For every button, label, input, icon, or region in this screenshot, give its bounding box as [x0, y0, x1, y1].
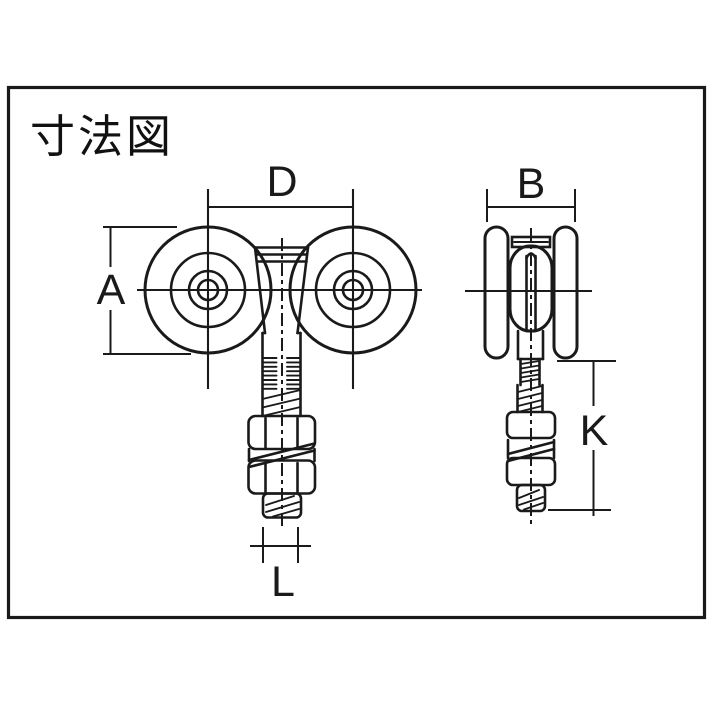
- dimension-l: L: [250, 527, 311, 606]
- front-bolt-shaft: [261, 331, 302, 418]
- dim-label-l: L: [271, 558, 295, 606]
- dim-label-d: D: [266, 158, 297, 206]
- front-wheel-left: [143, 225, 273, 355]
- front-coarse-thread: [261, 389, 302, 417]
- dimension-b: B: [486, 160, 576, 222]
- front-fine-thread: [262, 357, 301, 390]
- front-nut-assembly: [247, 414, 317, 495]
- side-wheel-profiles: [483, 225, 579, 360]
- front-centerlines: [137, 189, 422, 528]
- diagram-border: [6, 85, 707, 620]
- side-bolt-shaft: [516, 329, 545, 414]
- dim-label-k: K: [580, 407, 609, 455]
- dimension-k: K: [548, 360, 616, 516]
- side-bracket-body: [508, 244, 554, 333]
- dimension-d: D: [208, 158, 353, 208]
- front-view: D A L: [97, 158, 422, 606]
- side-bolt-tip: [515, 483, 547, 513]
- front-wheel-right: [288, 225, 418, 355]
- side-view: B K: [465, 160, 616, 527]
- diagram-title: 寸法図: [30, 110, 174, 163]
- side-fine-thread: [520, 360, 540, 383]
- dimension-a: A: [97, 226, 191, 355]
- front-bolt-tip: [261, 492, 303, 519]
- dim-label-a: A: [97, 266, 126, 314]
- front-hanger-bracket: [253, 246, 310, 335]
- dim-label-b: B: [517, 160, 546, 208]
